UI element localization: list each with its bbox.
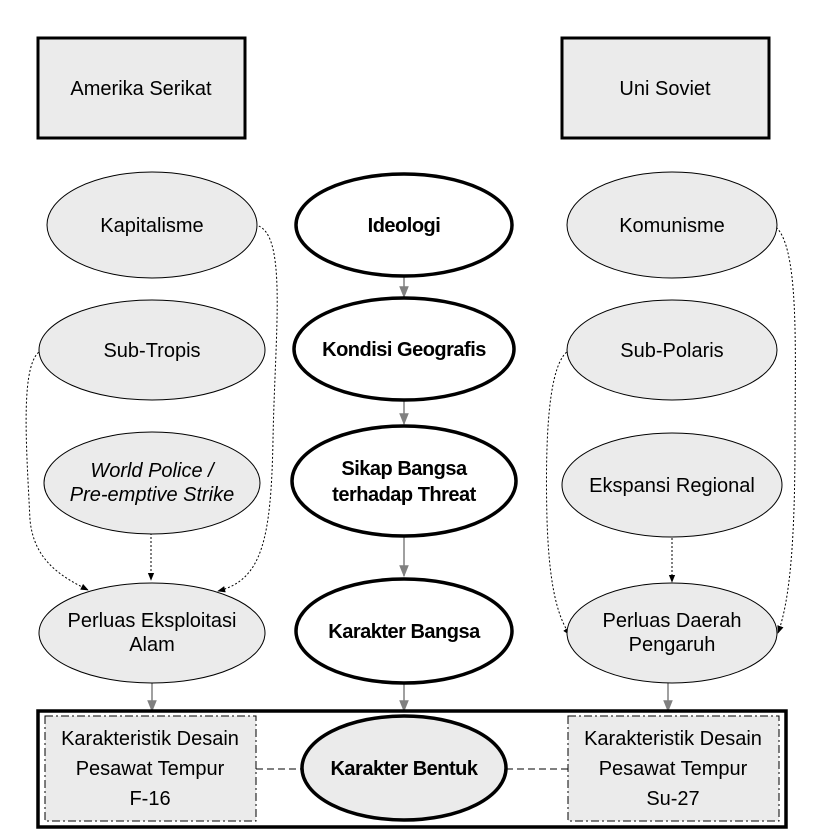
design-box-su27: Karakteristik Desain Pesawat Tempur Su-2… bbox=[567, 715, 780, 822]
node-sikap-bangsa-line2: terhadap Threat bbox=[332, 484, 476, 506]
node-sub-tropis: Sub-Tropis bbox=[38, 299, 266, 401]
node-sikap-bangsa-line1: Sikap Bangsa bbox=[341, 458, 468, 480]
design-f16-line3: F-16 bbox=[129, 788, 170, 810]
design-box-f16: Karakteristik Desain Pesawat Tempur F-16 bbox=[44, 715, 257, 822]
node-perluas-eksploitasi: Perluas Eksploitasi Alam bbox=[38, 582, 266, 684]
node-sub-polaris: Sub-Polaris bbox=[566, 299, 778, 401]
node-komunisme: Komunisme bbox=[566, 171, 778, 279]
design-f16-line2: Pesawat Tempur bbox=[76, 758, 225, 780]
link-subpolaris-to-pengaruh bbox=[545, 349, 571, 636]
node-kapitalisme-label: Kapitalisme bbox=[100, 215, 203, 237]
link-komunisme-to-pengaruh bbox=[772, 224, 796, 634]
node-karakter-bangsa-label: Karakter Bangsa bbox=[328, 621, 481, 643]
node-perluas-daerah-pengaruh: Perluas Daerah Pengaruh bbox=[566, 582, 778, 684]
link-kapitalisme-to-eksploitasi bbox=[217, 224, 278, 593]
node-world-police-line1: World Police / bbox=[90, 460, 216, 482]
node-ideologi: Ideologi bbox=[294, 172, 514, 278]
node-world-police-line2: Pre-emptive Strike bbox=[70, 484, 235, 506]
node-kondisi-geografis: Kondisi Geografis bbox=[292, 296, 516, 402]
design-su27-line2: Pesawat Tempur bbox=[599, 758, 748, 780]
design-su27-line3: Su-27 bbox=[646, 788, 699, 810]
design-f16-line1: Karakteristik Desain bbox=[61, 728, 239, 750]
header-box-amerika-serikat: Amerika Serikat bbox=[36, 36, 247, 140]
node-perluas-eksploitasi-line2: Alam bbox=[129, 634, 175, 656]
node-komunisme-label: Komunisme bbox=[619, 215, 725, 237]
node-ekspansi-regional-label: Ekspansi Regional bbox=[589, 475, 755, 497]
node-ekspansi-regional: Ekspansi Regional bbox=[561, 432, 783, 538]
node-karakter-bangsa: Karakter Bangsa bbox=[294, 577, 514, 685]
node-sikap-bangsa: Sikap Bangsa terhadap Threat bbox=[290, 424, 518, 538]
node-kapitalisme: Kapitalisme bbox=[46, 171, 258, 279]
header-amerika-serikat-label: Amerika Serikat bbox=[70, 78, 212, 100]
node-karakter-bentuk-label: Karakter Bentuk bbox=[330, 758, 478, 780]
header-uni-soviet-label: Uni Soviet bbox=[619, 78, 711, 100]
node-sub-tropis-label: Sub-Tropis bbox=[103, 340, 200, 362]
link-subtropis-to-eksploitasi bbox=[25, 349, 89, 591]
node-perluas-eksploitasi-line1: Perluas Eksploitasi bbox=[68, 610, 237, 632]
node-world-police: World Police / Pre-emptive Strike bbox=[43, 431, 261, 535]
node-perluas-daerah-line2: Pengaruh bbox=[629, 634, 716, 656]
node-perluas-daerah-line1: Perluas Daerah bbox=[603, 610, 742, 632]
header-box-uni-soviet: Uni Soviet bbox=[560, 36, 771, 140]
node-karakter-bentuk: Karakter Bentuk bbox=[300, 714, 508, 822]
node-kondisi-geografis-label: Kondisi Geografis bbox=[322, 339, 486, 361]
design-su27-line1: Karakteristik Desain bbox=[584, 728, 762, 750]
node-sub-polaris-label: Sub-Polaris bbox=[620, 340, 723, 362]
node-ideologi-label: Ideologi bbox=[368, 215, 441, 237]
